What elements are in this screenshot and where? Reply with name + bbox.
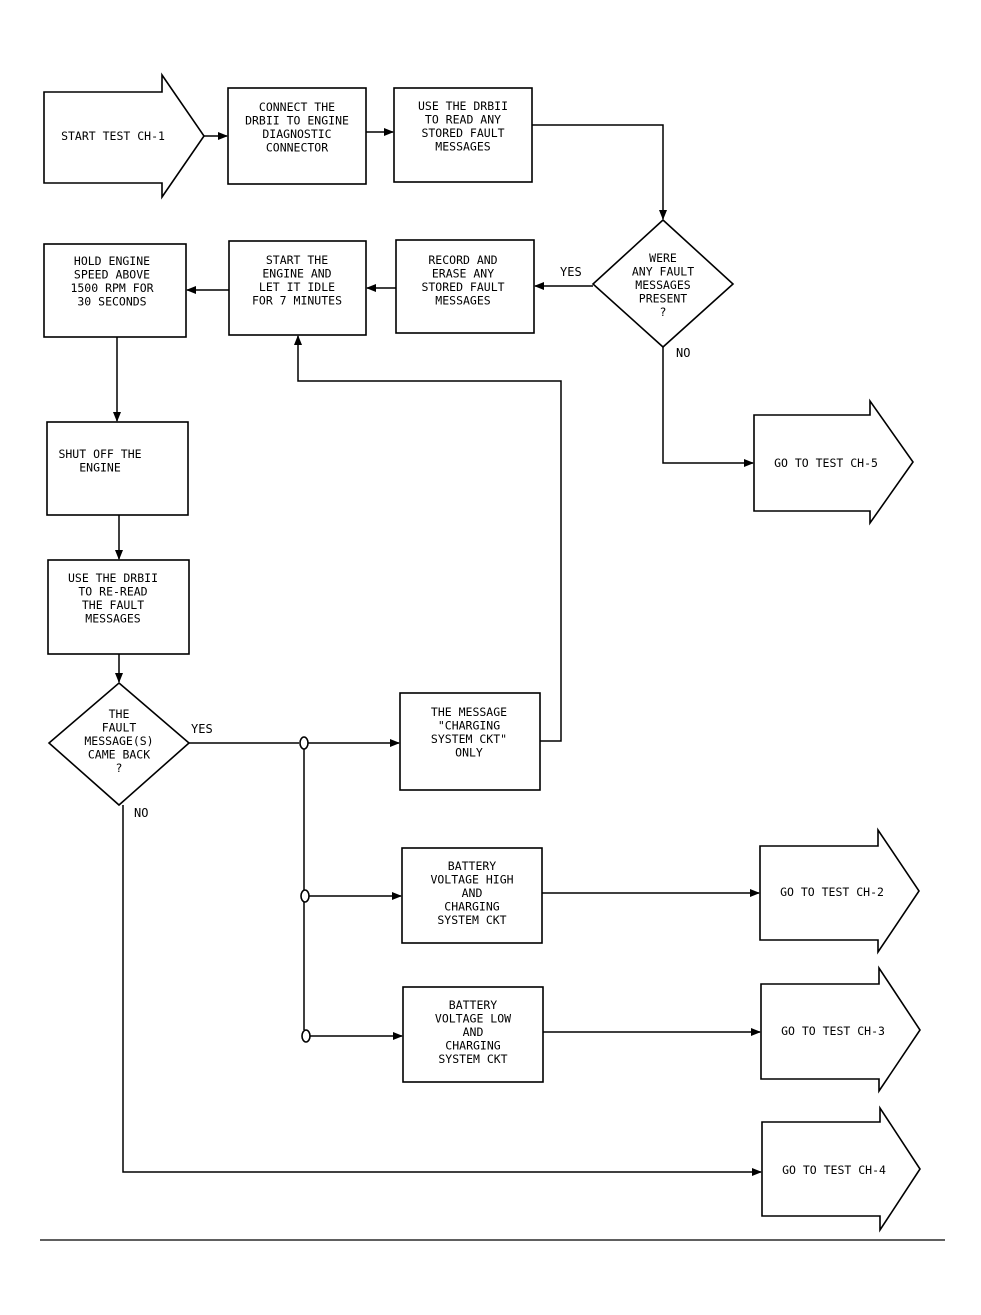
node-text-line: "CHARGING	[438, 719, 500, 733]
node-text-line: GO TO TEST CH-5	[774, 456, 878, 470]
node-text-line: ONLY	[455, 746, 483, 760]
edge-cameback-no-ch4	[122, 805, 762, 1176]
node-text-line: AND	[462, 886, 483, 900]
ch4-node-text: GO TO TEST CH-4	[782, 1163, 886, 1177]
node-text-line: CHARGING	[445, 1039, 500, 1053]
node-text-line: MESSAGES	[85, 612, 140, 626]
label-were-yes: YES	[560, 265, 582, 279]
node-text-line: STORED FAULT	[421, 126, 504, 140]
node-text-line: PRESENT	[639, 292, 688, 306]
node-text-line: CONNECT THE	[259, 100, 335, 114]
hold-node	[43, 243, 187, 338]
node-text-line: 30 SECONDS	[77, 295, 146, 309]
reread-node	[47, 559, 190, 655]
ch4-node	[761, 1105, 921, 1233]
read-node	[393, 87, 533, 183]
node-text-line: USE THE DRBII	[68, 571, 158, 585]
node-text-line: MESSAGES	[635, 278, 690, 292]
node-text-line: ERASE ANY	[432, 267, 494, 281]
ch5-node	[753, 398, 914, 526]
junction-1	[299, 736, 309, 750]
node-text-line: GO TO TEST CH-4	[782, 1163, 886, 1177]
label-were-no: NO	[676, 346, 690, 360]
node-text-line: ?	[660, 305, 667, 319]
node-text-line: THE FAULT	[82, 598, 144, 612]
node-text-line: CONNECTOR	[266, 141, 328, 155]
node-text-line: SYSTEM CKT	[437, 913, 506, 927]
junction-3	[301, 1029, 311, 1043]
node-text-line: ANY FAULT	[632, 265, 694, 279]
node-text-line: CHARGING	[444, 900, 499, 914]
node-text-line: MESSAGES	[435, 294, 490, 308]
shut-node	[46, 421, 189, 516]
junction-2	[300, 889, 310, 903]
volt-high-node	[401, 847, 543, 944]
node-text-line: START THE	[266, 253, 328, 267]
node-text-line: WERE	[649, 251, 677, 265]
node-text-line: HOLD ENGINE	[74, 254, 150, 268]
node-text-line: DRBII TO ENGINE	[245, 114, 349, 128]
volt-low-node	[402, 986, 544, 1083]
edge-charging-loopback	[294, 335, 562, 742]
node-text-line: BATTERY	[449, 998, 498, 1012]
record-node	[395, 239, 535, 334]
node-text-line: MESSAGE(S)	[84, 734, 153, 748]
node-text-line: BATTERY	[448, 859, 497, 873]
node-text-line: ?	[116, 761, 123, 775]
node-text-line: GO TO TEST CH-3	[781, 1024, 885, 1038]
node-text-line: TO READ ANY	[425, 113, 501, 127]
start-node	[43, 72, 205, 200]
node-text-line: SYSTEM CKT	[438, 1052, 507, 1066]
ch2-node-text: GO TO TEST CH-2	[780, 885, 884, 899]
node-text-line: RECORD AND	[428, 253, 497, 267]
node-text-line: LET IT IDLE	[259, 280, 335, 294]
node-text-line: FOR 7 MINUTES	[252, 294, 342, 308]
node-text-line: START TEST CH-1	[61, 129, 165, 143]
node-text-line: THE	[109, 707, 130, 721]
label-cameback-no: NO	[134, 806, 148, 820]
node-text-line: FAULT	[102, 721, 137, 735]
ch3-node	[760, 965, 921, 1094]
charging-only-node	[399, 692, 541, 791]
ch3-node-text: GO TO TEST CH-3	[781, 1024, 885, 1038]
node-text-line: MESSAGES	[435, 140, 490, 154]
edge-were-ch5	[662, 347, 754, 467]
node-text-line: ENGINE AND	[262, 267, 331, 281]
node-text-line: DIAGNOSTIC	[262, 127, 331, 141]
connect-node	[227, 87, 367, 185]
ch5-node-text: GO TO TEST CH-5	[774, 456, 878, 470]
node-text-line: USE THE DRBII	[418, 99, 508, 113]
node-text-line: VOLTAGE HIGH	[430, 873, 513, 887]
node-text-line: SYSTEM CKT"	[431, 732, 507, 746]
node-text-line: THE MESSAGE	[431, 705, 507, 719]
node-text-line: AND	[463, 1025, 484, 1039]
node-text-line: SPEED ABOVE	[74, 268, 150, 282]
node-text-line: ENGINE	[79, 461, 121, 475]
node-text-line: VOLTAGE LOW	[435, 1012, 511, 1026]
ch2-node	[759, 827, 920, 955]
node-text-line: STORED FAULT	[421, 280, 504, 294]
node-text-line: 1500 RPM FOR	[70, 281, 153, 295]
label-cameback-yes: YES	[191, 722, 213, 736]
node-text-line: GO TO TEST CH-2	[780, 885, 884, 899]
came-back-decision	[47, 681, 191, 807]
edge-read-were	[532, 124, 667, 220]
node-text-line: SHUT OFF THE	[58, 447, 141, 461]
node-text-line: TO RE-READ	[78, 585, 147, 599]
node-text-line: CAME BACK	[88, 748, 150, 762]
start-node-text: START TEST CH-1	[61, 129, 165, 143]
